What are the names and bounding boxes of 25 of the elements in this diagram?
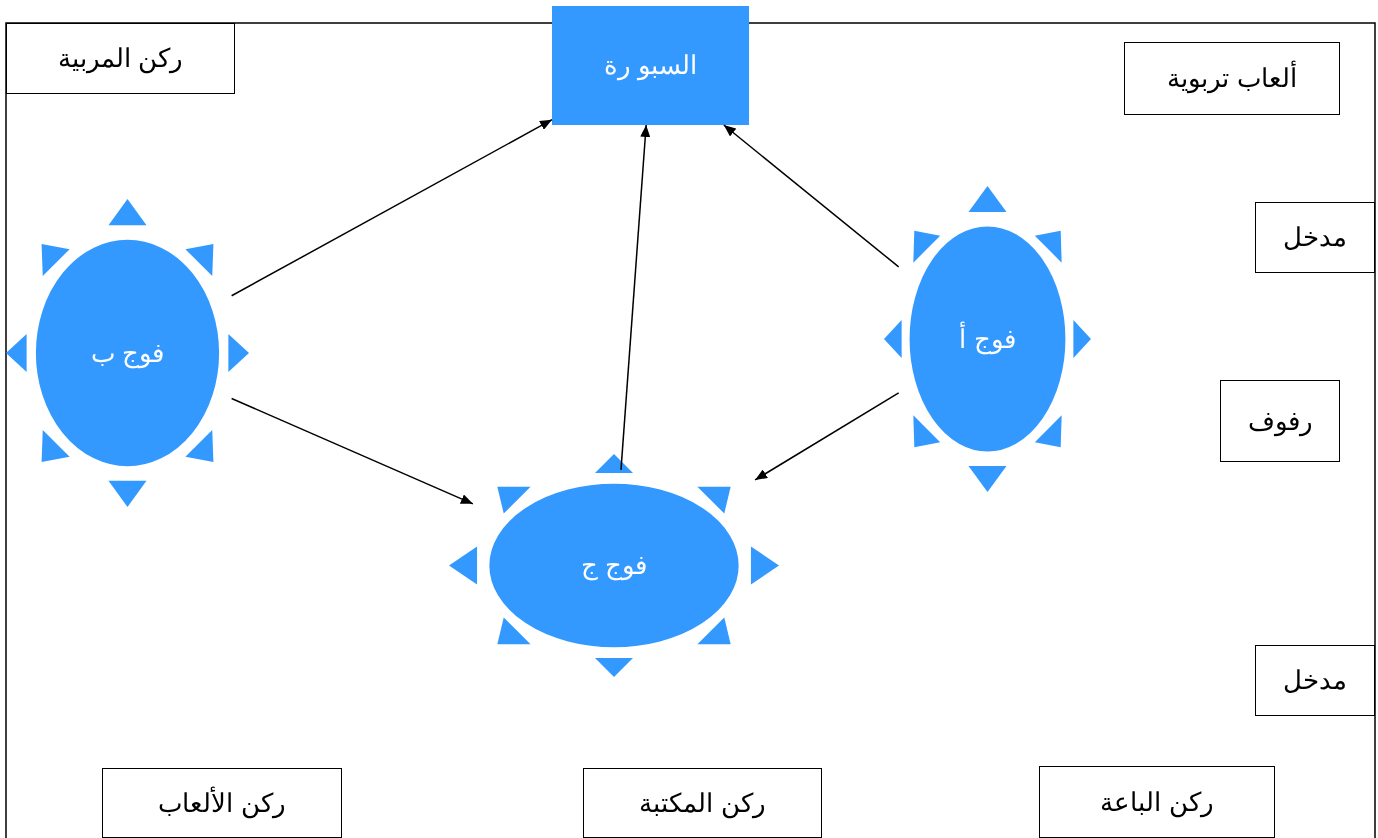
area-label: ركن الألعاب [158,787,286,819]
area-label: رفوف [1247,405,1313,437]
area-label: مدخل [1283,665,1347,696]
area-label: ركن المكتبة [639,787,766,819]
blackboard [552,6,749,125]
group-label: السبو رة [603,50,698,81]
area-box [583,768,822,838]
area-box [1124,42,1340,115]
group-label: فوج ب [90,337,165,369]
area-label: ركن الباعة [1100,786,1214,818]
area-label: ركن المربية [57,43,184,74]
group-label: فوج ج [580,550,648,581]
arrow [230,118,553,297]
arrow [723,124,900,268]
area-box [1255,645,1375,716]
group-label: فوج أ [959,323,1016,355]
area-label: مدخل [1283,222,1347,253]
arrow [620,124,651,471]
arrow [754,392,900,481]
area-box [6,23,235,94]
area-box [1220,380,1340,462]
area-box [1039,766,1275,838]
area-box [102,768,342,838]
area-box [1255,202,1375,273]
arrow [230,397,474,505]
